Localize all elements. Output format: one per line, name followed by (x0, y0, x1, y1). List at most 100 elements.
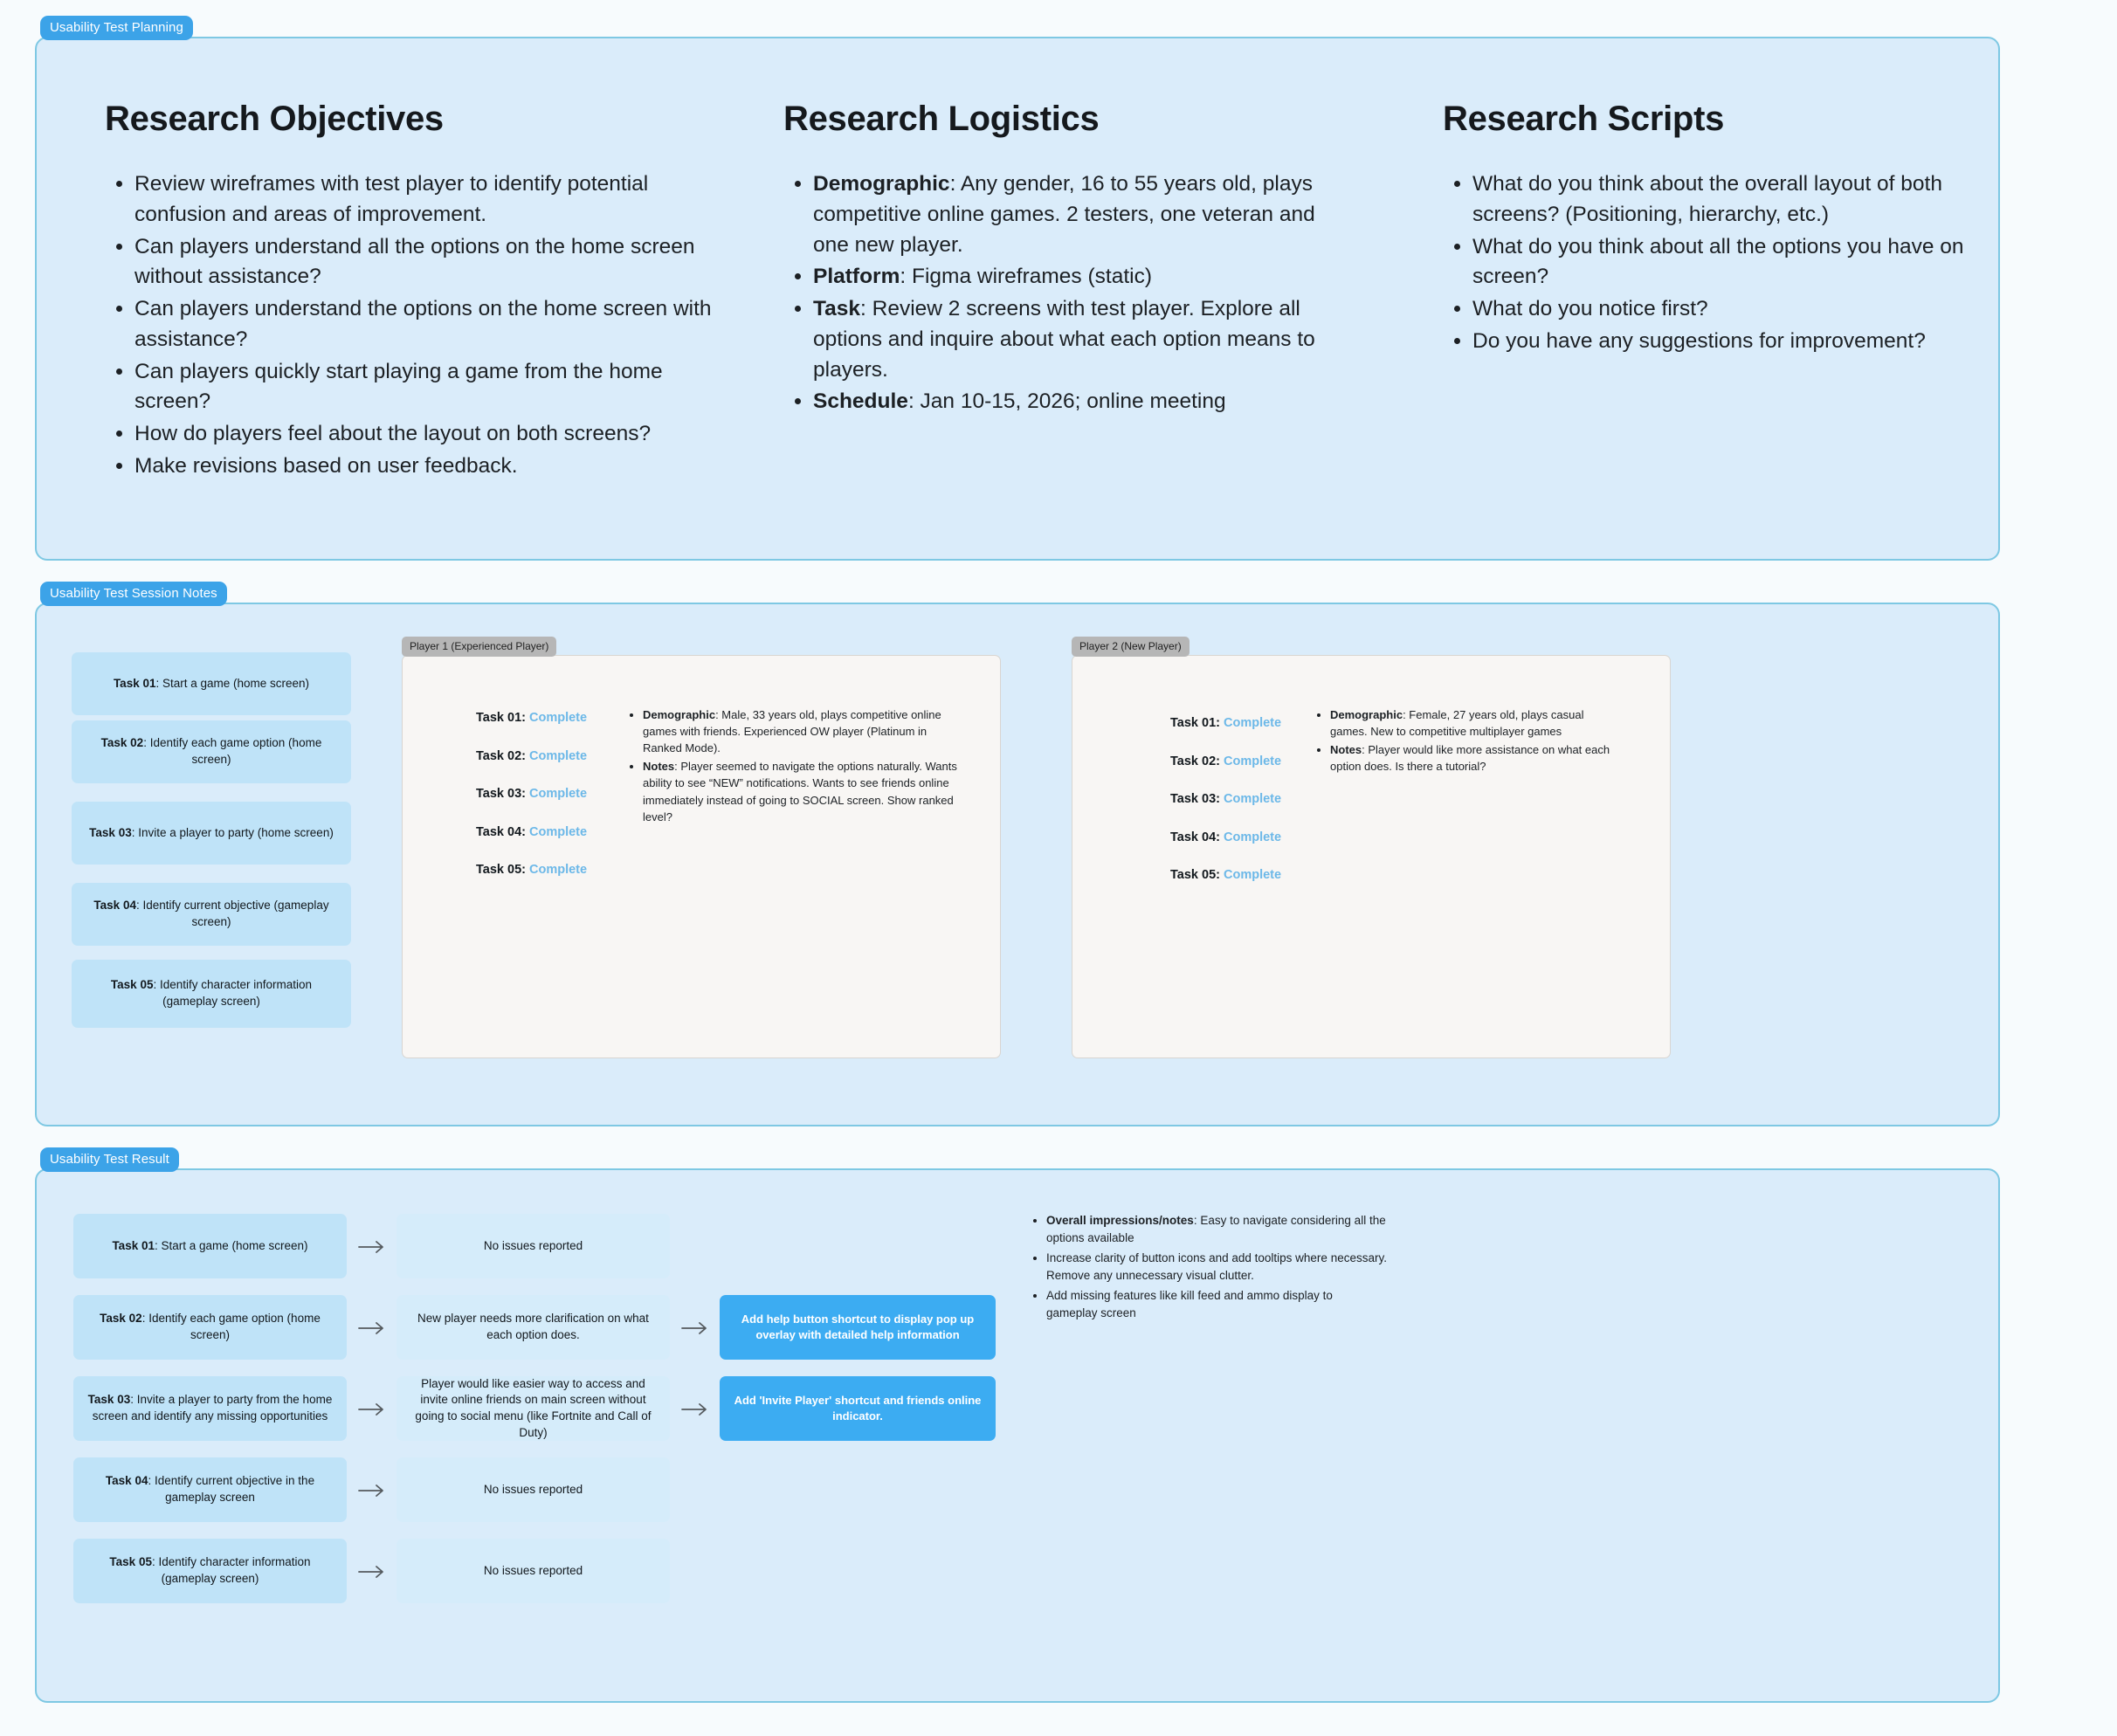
player-1-status-list: Task 01: Complete Task 02: Complete Task… (476, 712, 587, 902)
note-label: Notes (1330, 743, 1362, 757)
result-action-card[interactable]: Add help button shortcut to display pop … (720, 1295, 996, 1360)
note-text: : Male, 33 years old, plays competitive … (643, 708, 941, 755)
task-card[interactable]: Task 02: Identify each game option (home… (72, 720, 351, 783)
outcome-text: No issues reported (483, 1238, 583, 1252)
section-usability-test-planning[interactable]: Usability Test Planning Research Objecti… (35, 16, 2000, 561)
status-row: Task 04: Complete (476, 825, 587, 839)
task-text: : Invite a player to party from the home… (92, 1393, 333, 1423)
session-task-list: Task 01: Start a game (home screen) Task… (72, 652, 351, 1063)
player-1-notes: Demographic: Male, 33 years old, plays c… (628, 706, 964, 827)
note-text: : Female, 27 years old, plays casual gam… (1330, 708, 1584, 739)
item-text: : Any gender, 16 to 55 years old, plays … (813, 172, 1315, 257)
result-task-card[interactable]: Task 02: Identify each game option (home… (73, 1295, 347, 1360)
task-label: Task 02 (100, 736, 144, 750)
outcome-text: Player would like easier way to access a… (415, 1376, 652, 1439)
overall-impressions-list: Overall impressions/notes: Easy to navig… (1031, 1212, 1387, 1325)
status-task-label: Task 05: (1170, 868, 1220, 882)
status-task-label: Task 03: (1170, 792, 1220, 806)
task-text: : Identify character information (gamepl… (151, 1555, 311, 1585)
arrow-right-icon (357, 1238, 387, 1256)
outcome-text: New player needs more clarification on w… (417, 1312, 649, 1341)
result-outcome-card[interactable]: No issues reported (397, 1457, 670, 1522)
note-label: Overall impressions/notes (1046, 1214, 1194, 1227)
status-row: Task 02: Complete (476, 749, 587, 763)
player-frame-1[interactable]: Player 1 (Experienced Player) Task 01: C… (402, 637, 1001, 1058)
player-2-status-list: Task 01: Complete Task 02: Complete Task… (1170, 717, 1281, 907)
list-item: What do you think about the overall layo… (1472, 169, 1976, 231)
result-outcome-card[interactable]: No issues reported (397, 1214, 670, 1278)
task-label: Task 04 (93, 899, 136, 913)
status-task-label: Task 02: (1170, 754, 1220, 768)
task-label: Task 05 (110, 978, 154, 992)
list-research-logistics: Demographic: Any gender, 16 to 55 years … (783, 169, 1342, 417)
status-task-label: Task 04: (1170, 830, 1220, 844)
result-task-card[interactable]: Task 05: Identify character information … (73, 1539, 347, 1603)
task-card[interactable]: Task 03: Invite a player to party (home … (72, 802, 351, 865)
section-label-planning[interactable]: Usability Test Planning (40, 16, 193, 40)
status-state: Complete (529, 863, 588, 877)
result-task-card[interactable]: Task 03: Invite a player to party from t… (73, 1376, 347, 1441)
status-state: Complete (529, 711, 588, 725)
player-2-notes: Demographic: Female, 27 years old, plays… (1315, 706, 1623, 776)
planning-columns: Research Objectives Review wireframes wi… (37, 38, 1998, 559)
list-item: Do you have any suggestions for improvem… (1472, 327, 1976, 357)
result-task-card[interactable]: Task 04: Identify current objective in t… (73, 1457, 347, 1522)
task-label: Task 01 (112, 1238, 155, 1252)
status-row: Task 01: Complete (1170, 717, 1281, 730)
task-card[interactable]: Task 01: Start a game (home screen) (72, 652, 351, 715)
task-label: Task 04 (105, 1474, 148, 1488)
result-action-card[interactable]: Add 'Invite Player' shortcut and friends… (720, 1376, 996, 1441)
task-text: : Identify each game option (home screen… (141, 1312, 321, 1341)
task-label: Task 03 (87, 1393, 131, 1407)
task-card[interactable]: Task 04: Identify current objective (gam… (72, 883, 351, 946)
status-row: Task 05: Complete (1170, 869, 1281, 882)
action-text: Add help button shortcut to display pop … (741, 1312, 975, 1341)
task-card[interactable]: Task 05: Identify character information … (72, 960, 351, 1028)
list-item: Notes: Player seemed to navigate the opt… (643, 758, 964, 824)
column-research-logistics: Research Logistics Demographic: Any gend… (783, 100, 1342, 419)
status-row: Task 04: Complete (1170, 830, 1281, 844)
arrow-right-icon (357, 1401, 387, 1418)
note-label: Notes (643, 760, 675, 774)
result-outcome-card[interactable]: No issues reported (397, 1539, 670, 1603)
section-label-session-notes[interactable]: Usability Test Session Notes (40, 582, 227, 606)
result-outcome-card[interactable]: Player would like easier way to access a… (397, 1376, 670, 1441)
note-label: Demographic (643, 708, 716, 721)
arrow-right-icon (680, 1319, 710, 1337)
player-frame-1-label[interactable]: Player 1 (Experienced Player) (402, 637, 557, 657)
task-text: : Invite a player to party (home screen) (131, 825, 334, 839)
list-item: Can players quickly start playing a game… (134, 357, 716, 418)
action-text: Add 'Invite Player' shortcut and friends… (734, 1394, 982, 1423)
status-row: Task 02: Complete (1170, 754, 1281, 768)
section-usability-test-session-notes[interactable]: Usability Test Session Notes Task 01: St… (35, 582, 2000, 1126)
status-state: Complete (1224, 716, 1282, 730)
note-text: : Player would like more assistance on w… (1330, 743, 1610, 774)
list-item: Demographic: Male, 33 years old, plays c… (643, 706, 964, 756)
status-task-label: Task 01: (1170, 716, 1220, 730)
arrow-right-icon (357, 1563, 387, 1581)
list-item: Task: Review 2 screens with test player.… (813, 294, 1342, 385)
task-text: : Start a game (home screen) (154, 1238, 308, 1252)
task-label: Task 03 (89, 825, 132, 839)
item-label: Platform (813, 265, 900, 289)
player-frame-2-label[interactable]: Player 2 (New Player) (1072, 637, 1190, 657)
column-research-objectives: Research Objectives Review wireframes wi… (105, 100, 716, 484)
list-item: Overall impressions/notes: Easy to navig… (1046, 1212, 1387, 1246)
task-text: : Identify each game option (home screen… (143, 736, 322, 766)
player-frame-2[interactable]: Player 2 (New Player) Task 01: Complete … (1072, 637, 1671, 1058)
result-task-card[interactable]: Task 01: Start a game (home screen) (73, 1214, 347, 1278)
task-text: : Identify character information (gamepl… (153, 978, 313, 1008)
note-text: : Player seemed to navigate the options … (643, 760, 957, 823)
result-outcome-card[interactable]: New player needs more clarification on w… (397, 1295, 670, 1360)
task-text: : Identify current objective in the game… (148, 1474, 315, 1504)
status-task-label: Task 05: (476, 863, 526, 877)
list-item: Can players understand the options on th… (134, 294, 716, 355)
task-label: Task 05 (109, 1555, 152, 1569)
item-text: : Jan 10-15, 2026; online meeting (907, 389, 1226, 414)
list-research-scripts: What do you think about the overall layo… (1443, 169, 1976, 357)
section-label-result[interactable]: Usability Test Result (40, 1147, 179, 1172)
arrow-right-icon (357, 1482, 387, 1499)
status-row: Task 03: Complete (1170, 793, 1281, 806)
section-usability-test-result[interactable]: Usability Test Result Task 01: Start a g… (35, 1147, 2000, 1703)
